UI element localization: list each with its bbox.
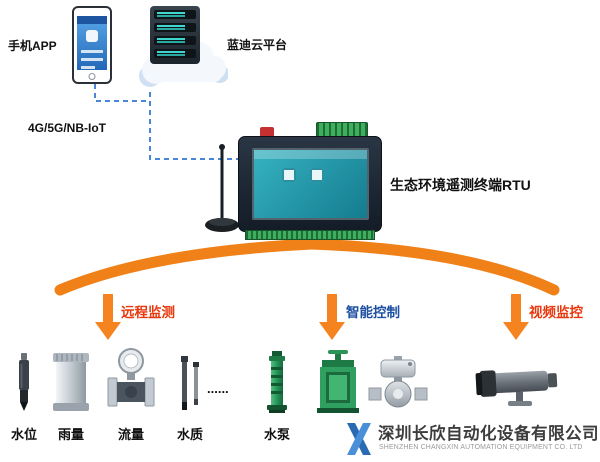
phone-home-button: [88, 73, 96, 80]
network-type-label: 4G/5G/NB-IoT: [28, 121, 107, 135]
branch-label-intelligent-control: 智能控制: [346, 305, 400, 320]
cloud-platform-label: 蓝迪云平台: [227, 38, 288, 52]
branch-label-video-surveillance: 视频监控: [529, 305, 583, 320]
rtu-screen-titlebar: [254, 150, 367, 159]
phone-app-label: 手机APP: [8, 39, 57, 53]
down-arrow-icon: [95, 294, 121, 340]
smartphone-icon: [72, 6, 112, 84]
app-icon: [86, 30, 98, 42]
branch-swoosh: [54, 236, 560, 296]
phone-screen: [77, 16, 107, 70]
dashed-link-cloud-rtu: [149, 92, 240, 160]
devices-ellipsis: ......: [207, 381, 229, 396]
company-name-en: SHENZHEN CHANGXIN AUTOMATION EQUIPMENT C…: [379, 444, 583, 451]
device-label-water-level: 水位: [10, 427, 37, 442]
rtu-device: [238, 122, 382, 242]
down-arrow-icon: [503, 294, 529, 340]
device-label-water-pump: 水泵: [263, 427, 290, 442]
rtu-screen-app-icon: [282, 168, 296, 182]
rtu-screen: [252, 148, 369, 220]
rtu-terminal-top: [316, 122, 368, 137]
company-logo: [344, 419, 374, 459]
cloud-server-icon: [136, 4, 228, 90]
rtu-power-module: [260, 127, 274, 138]
server-tower-icon: [150, 6, 200, 64]
water-pump-icon: [262, 350, 292, 414]
rtu-terminal-bottom: [245, 230, 375, 240]
rtu-title: 生态环境遥测终端RTU: [390, 177, 531, 193]
water-quality-sensor-icon: [176, 354, 204, 412]
rain-gauge-icon: [51, 352, 91, 412]
device-label-flow: 流量: [117, 427, 144, 442]
water-level-sensor-icon: [12, 352, 36, 412]
flow-meter-icon: [103, 348, 159, 412]
rtu-body: [238, 136, 382, 232]
antenna-icon: [205, 144, 239, 232]
device-label-rainfall: 雨量: [57, 427, 84, 442]
gate-valve-icon: [314, 350, 362, 414]
ball-valve-icon: [368, 356, 428, 412]
company-name-cn: 深圳长欣自动化设备有限公司: [378, 425, 599, 443]
cctv-camera-icon: [474, 362, 564, 410]
branch-label-remote-monitoring: 远程监测: [121, 305, 175, 320]
phone-appbar: [77, 16, 107, 24]
down-arrow-icon: [319, 294, 345, 340]
device-label-water-quality: 水质: [176, 427, 203, 442]
rtu-screen-app-icon: [310, 168, 324, 182]
